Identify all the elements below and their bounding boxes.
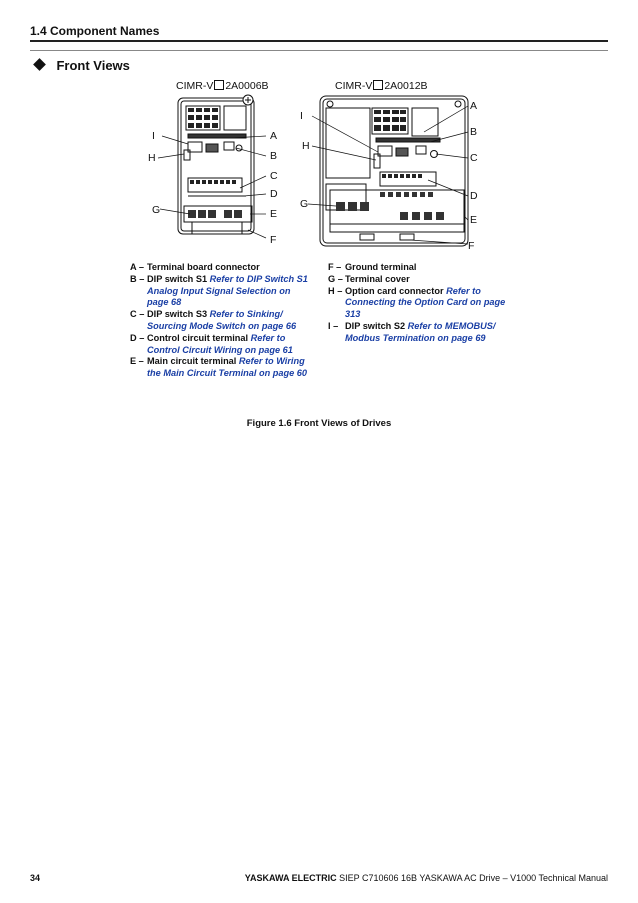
legend-item: E –Main circuit terminal Refer to Wiring… [130, 356, 307, 379]
footer-doc-info: YASKAWA ELECTRIC SIEP C710606 16B YASKAW… [244, 873, 608, 883]
left-callout-h: H [148, 152, 156, 164]
section-title: 1.4 Component Names [30, 24, 160, 38]
left-callout-a: A [270, 130, 278, 142]
placeholder-box-icon [214, 80, 225, 90]
placeholder-box-icon [373, 80, 384, 90]
left-callout-b: B [270, 150, 278, 162]
left-callout-i: I [152, 130, 155, 142]
cross-reference-link[interactable]: Refer to Connecting the Option Card on p… [345, 285, 506, 320]
legend-item: F –Ground terminal [328, 262, 417, 272]
right-callout-c: C [470, 152, 478, 164]
left-callout-f: F [270, 234, 277, 246]
cross-reference-link[interactable]: Refer to MEMOBUS/ Modbus Termination on … [345, 320, 496, 343]
legend-item: B –DIP switch S1 Refer to DIP Switch S1 … [130, 273, 308, 308]
right-drive-drawing [307, 95, 469, 247]
right-callout-a: A [470, 100, 478, 112]
right-callout-e: E [470, 214, 478, 226]
legend-item: D –Control circuit terminal Refer to Con… [130, 332, 293, 355]
figure-caption: Figure 1.6 Front Views of Drives [246, 418, 392, 429]
right-callout-h: H [302, 140, 310, 152]
subsection-header: Front Views [30, 50, 608, 79]
page-number: 34 [30, 873, 41, 883]
cross-reference-link[interactable]: Refer to Wiring the Main Circuit Termina… [147, 356, 307, 379]
right-callout-d: D [470, 190, 478, 202]
legend-item: A –Terminal board connector [130, 262, 260, 272]
left-drive-drawing [157, 94, 267, 239]
legend-item: H –Option card connector Refer to Connec… [328, 285, 506, 320]
cross-reference-link[interactable]: Refer to Control Circuit Wiring on page … [147, 332, 293, 355]
left-callout-g: G [152, 204, 161, 216]
section-header: 1.4 Component Names [30, 22, 608, 42]
right-callout-i: I [300, 110, 303, 122]
legend-item: I –DIP switch S2 Refer to MEMOBUS/ Modbu… [328, 320, 496, 343]
left-callout-c: C [270, 170, 278, 182]
cross-reference-link[interactable]: Refer to Sinking/ Sourcing Mode Switch o… [147, 309, 297, 331]
right-callout-g: G [300, 198, 309, 210]
legend-item: G –Terminal cover [328, 273, 410, 284]
diamond-bullet-icon [33, 58, 46, 71]
legend-left: A –Terminal board connector B –DIP switc… [130, 262, 308, 380]
right-callout-f: F [468, 240, 475, 252]
subsection-title: Front Views [56, 58, 130, 73]
legend-right: F –Ground terminal G –Terminal cover H –… [328, 262, 514, 345]
legend-item: C –DIP switch S3 Refer to Sinking/ Sourc… [130, 309, 297, 331]
right-callout-b: B [470, 126, 478, 138]
left-callout-d: D [270, 188, 278, 200]
cross-reference-link[interactable]: Refer to DIP Switch S1 Analog Input Sign… [147, 273, 308, 308]
left-callout-e: E [270, 208, 278, 220]
